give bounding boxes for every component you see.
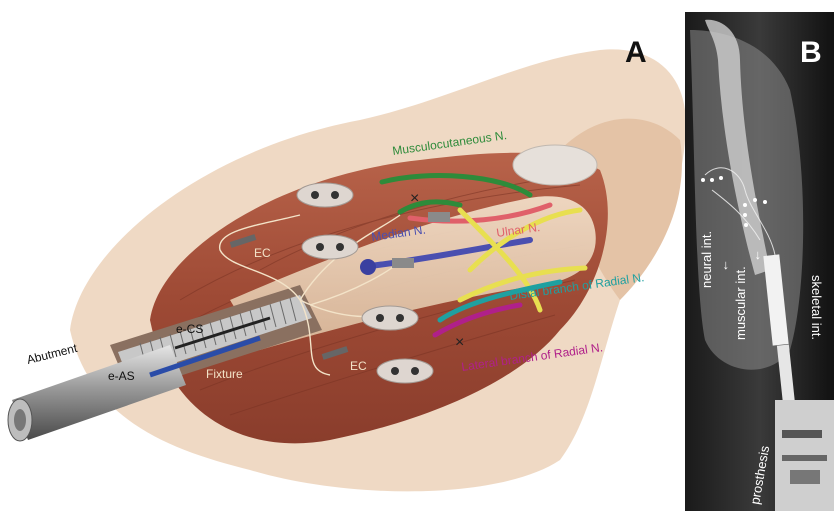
cut-mark-lower: ×: [455, 334, 464, 351]
label-e-as: e-AS: [108, 369, 135, 383]
panel-a: × × Musculocutaneous N. Ulnar N. Median …: [8, 36, 686, 491]
label-neural-int: neural int.: [699, 231, 714, 288]
ulnar-cuff-electrode: [428, 212, 450, 222]
arrow-neural: ←: [716, 259, 731, 272]
panel-b: neural int. ← muscular int. ← skeletal i…: [685, 12, 834, 511]
panel-a-letter: A: [625, 36, 647, 69]
label-ec-lower: EC: [350, 359, 367, 373]
label-abutment: Abutment: [25, 341, 79, 367]
cut-mark-upper: ×: [410, 190, 419, 207]
humeral-head: [513, 145, 597, 185]
label-muscular-int: muscular int.: [733, 266, 748, 340]
label-e-cs: e-CS: [176, 322, 203, 336]
label-skeletal-int: skeletal int.: [809, 275, 824, 340]
label-fixture: Fixture: [206, 367, 243, 381]
median-cuff-electrode: [392, 258, 414, 268]
median-nerve-end: [360, 259, 376, 275]
xray-prosthesis: [775, 400, 834, 511]
panel-b-letter: B: [800, 36, 822, 69]
arrow-muscular: ←: [748, 249, 763, 262]
label-ec-upper: EC: [254, 246, 271, 260]
